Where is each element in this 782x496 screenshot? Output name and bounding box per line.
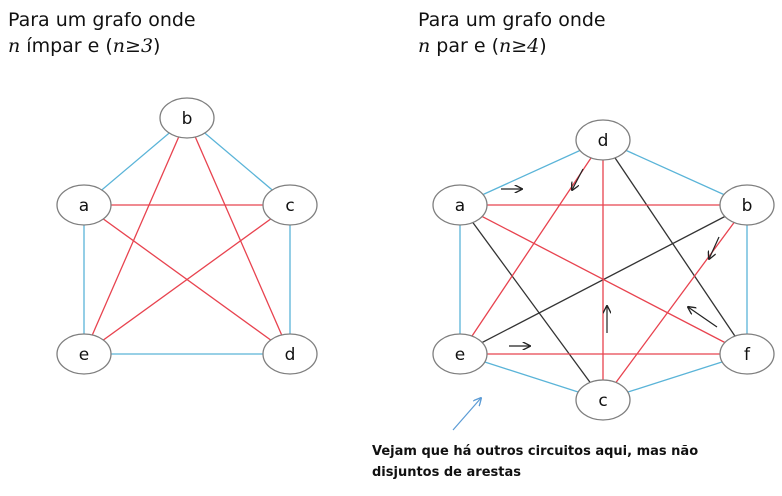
left-node-d-label: d: [285, 345, 296, 365]
left-node-d-circle: [262, 333, 318, 375]
right-node-d-label: d: [598, 131, 609, 151]
left-title-variable: n: [8, 35, 21, 57]
note-line2: disjuntos de arestas: [372, 465, 521, 480]
arrow-4: [688, 307, 718, 328]
note-line1: Vejam que há outros circuitos aqui, mas …: [372, 444, 699, 459]
right-node-a-circle: [432, 184, 488, 226]
right-edge-circuit-f-a: [459, 204, 748, 355]
right-edge-cycle-d-b: [602, 139, 748, 206]
right-edge-cycle-a-d: [459, 139, 604, 206]
right-graph-title: Para um grafo onde n par e (n≥4): [418, 7, 606, 59]
annotation-note: Vejam que há outros circuitos aqui, mas …: [372, 441, 698, 483]
left-edge-star-b-d: [186, 117, 291, 355]
left-node-b-circle: [159, 97, 215, 139]
left-node-a: a: [56, 184, 112, 226]
left-node-e: e: [56, 333, 112, 375]
right-node-f-label: f: [744, 345, 751, 365]
left-node-b-label: b: [182, 109, 193, 129]
right-edge-chord-d-f: [602, 139, 748, 355]
left-edge-star-e-b: [83, 117, 188, 355]
left-node-b: b: [159, 97, 215, 139]
right-node-a: a: [432, 184, 488, 226]
direction-arrows: [452, 168, 720, 431]
right-node-c: c: [575, 379, 631, 421]
right-node-e: e: [432, 333, 488, 375]
right-node-d: d: [575, 119, 631, 161]
left-node-d: d: [262, 333, 318, 375]
right-title-middle: par e (: [430, 35, 499, 57]
right-title-end: ): [539, 35, 547, 57]
left-node-a-label: a: [79, 196, 89, 216]
left-node-e-circle: [56, 333, 112, 375]
left-node-c-circle: [262, 184, 318, 226]
left-title-end: ): [153, 35, 161, 57]
left-title-line2: n ímpar e (n≥3): [8, 33, 196, 59]
right-node-e-label: e: [455, 345, 465, 365]
right-node-e-circle: [432, 333, 488, 375]
left-edge-star-d-a: [83, 204, 291, 355]
left-node-c-label: c: [285, 196, 294, 216]
right-title-line1: Para um grafo onde: [418, 9, 606, 31]
right-edge-circuit-b-c: [602, 204, 748, 401]
left-graph-odd: b a c e d: [56, 97, 318, 375]
right-node-c-circle: [575, 379, 631, 421]
right-title-condition: n≥4: [499, 35, 540, 57]
left-title-middle: ímpar e (: [20, 35, 113, 57]
right-title-variable: n: [418, 35, 431, 57]
left-node-a-circle: [56, 184, 112, 226]
right-edge-chord-a-c: [459, 204, 604, 401]
left-graph-title: Para um grafo onde n ímpar e (n≥3): [8, 7, 196, 59]
arrow-7: [452, 398, 481, 431]
right-node-b: b: [719, 184, 775, 226]
right-node-a-label: a: [455, 196, 465, 216]
right-node-b-circle: [719, 184, 775, 226]
left-title-line1: Para um grafo onde: [8, 9, 196, 31]
left-node-c: c: [262, 184, 318, 226]
right-node-f: f: [719, 333, 775, 375]
left-title-condition: n≥3: [112, 35, 154, 57]
right-node-c-label: c: [598, 391, 607, 411]
arrow-2: [572, 168, 584, 190]
right-node-f-circle: [719, 333, 775, 375]
right-graph-even: d a b e f c: [432, 119, 775, 421]
right-node-b-label: b: [742, 196, 753, 216]
arrow-3: [709, 236, 720, 259]
left-node-e-label: e: [79, 345, 89, 365]
right-node-d-circle: [575, 119, 631, 161]
right-title-line2: n par e (n≥4): [418, 33, 606, 59]
